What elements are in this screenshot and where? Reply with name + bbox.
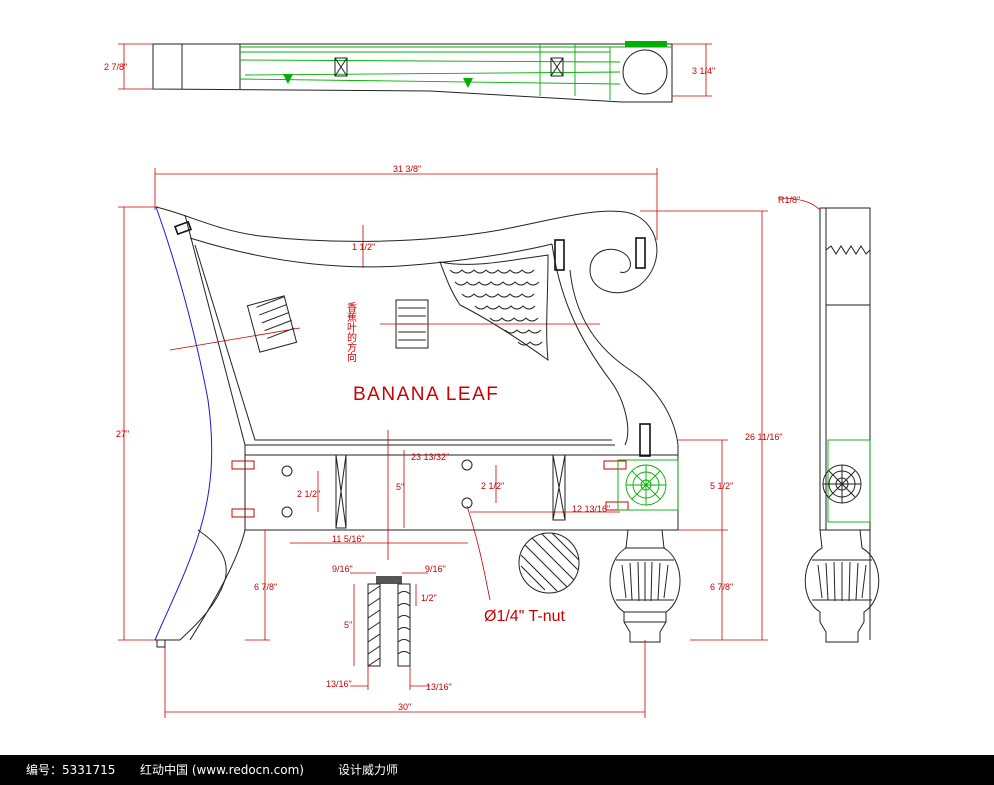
banana-leaf-title: BANANA LEAF <box>353 384 499 405</box>
dim-rail-block-height: 5 1/2" <box>710 481 733 491</box>
dim-top-left-height: 2 7/8" <box>104 62 127 72</box>
dim-top-right-height: 3 1/4" <box>692 66 715 76</box>
hatched-circle <box>518 532 580 594</box>
top-view: 2 7/8" 3 1/4" <box>104 41 715 103</box>
slat-section: 5" 9/16" 9/16" 1/2" 13/16" 13/16" <box>326 564 452 692</box>
footer-author: 设计威力师 <box>338 763 399 777</box>
dim-slat-notch: 1/2" <box>421 593 437 603</box>
dim-rail-height: 5" <box>396 482 404 492</box>
dim-upper-rail: 23 13/32" <box>411 452 449 462</box>
dim-leg-height-left: 6 7/8" <box>254 582 277 592</box>
dim-slat-top-left: 9/16" <box>332 564 353 574</box>
grain-block-center <box>380 299 600 349</box>
dim-leg-height-right: 6 7/8" <box>710 582 733 592</box>
dim-overall-width: 31 3/8" <box>393 164 421 174</box>
dim-slat-top-right: 9/16" <box>425 564 446 574</box>
dim-hole-spacing-right: 2 1/2" <box>481 481 504 491</box>
turned-leg <box>609 529 681 643</box>
dim-slat-bottom-left: 13/16" <box>326 679 352 689</box>
front-view: 31 3/8" 27" 26 11/16" 1 1/2" <box>116 164 783 718</box>
leaf-texture <box>439 254 549 362</box>
dim-hole-spacing-left: 2 1/2" <box>297 489 320 499</box>
tnut-note: Ø1/4" T-nut <box>484 608 566 625</box>
footer-site: 红动中国 (www.redocn.com) <box>140 763 304 777</box>
dim-right-hole-offset: 12 13/16" <box>572 504 610 514</box>
dim-right-height: 26 11/16" <box>745 432 783 442</box>
side-view: R1/8" <box>777 195 880 643</box>
dim-left-height: 27" <box>116 429 129 439</box>
cad-drawing-canvas: 2 7/8" 3 1/4" 31 3/8" 27" 26 11/16" <box>104 41 880 718</box>
grain-direction-note: 香蕉叶的方向 <box>345 302 357 362</box>
dim-side-radius: R1/8" <box>778 195 800 205</box>
dim-slat-height: 5" <box>344 620 352 630</box>
dim-slat-bottom-right: 13/16" <box>426 682 452 692</box>
dim-rail-to-hole: 11 5/16" <box>332 534 365 544</box>
dim-back-rail-width: 1 1/2" <box>352 242 375 252</box>
grain-block-left <box>169 295 301 353</box>
watermark-footer: 编号：5331715 红动中国 (www.redocn.com) 设计威力师 <box>0 755 994 785</box>
dim-base-width: 30" <box>398 702 411 712</box>
footer-id: 编号：5331715 <box>26 763 116 777</box>
rosette-ornament <box>617 459 679 511</box>
